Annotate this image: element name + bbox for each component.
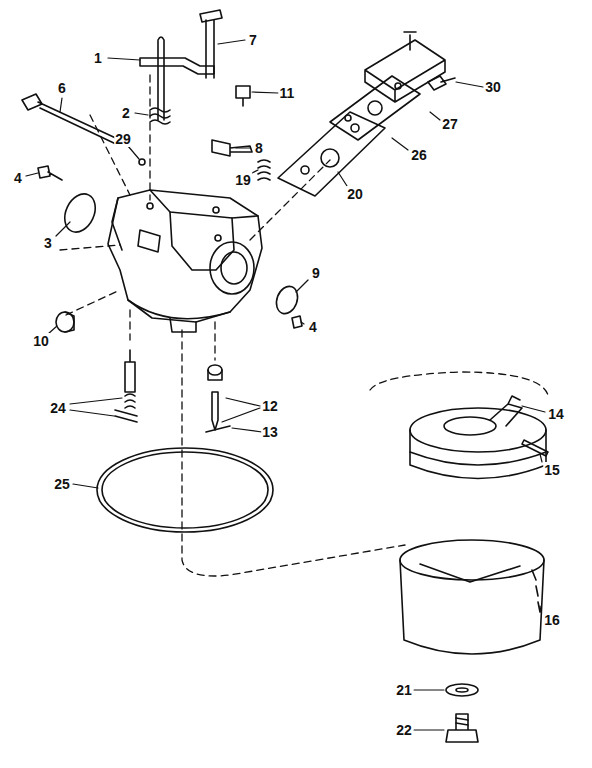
callout-number: 29 [114,131,132,147]
callout-number: 22 [395,722,413,738]
callout-number: 21 [395,682,413,698]
callout-number: 30 [484,79,502,95]
callout-number: 8 [254,140,264,156]
callout-number: 7 [248,32,258,48]
callout-number: 12 [261,398,279,414]
callout-number: 26 [410,147,428,163]
callout-number: 14 [547,406,565,422]
callout-number: 11 [279,85,296,101]
callout-number: 27 [441,116,459,132]
callout-number: 19 [234,172,252,188]
callout-number: 4 [13,170,23,186]
callout-number: 16 [543,612,561,628]
callout-number: 9 [311,265,321,281]
callout-number: 25 [53,476,71,492]
callout-number: 24 [49,400,67,416]
callout-number: 4 [308,319,318,335]
callout-number: 1 [93,50,103,66]
callout-number: 10 [32,333,50,349]
callout-number: 6 [57,80,67,96]
callout-number: 3 [43,235,53,251]
callout-number: 2 [121,105,131,121]
callout-number: 20 [346,186,364,202]
callout-number: 13 [261,424,279,440]
callout-number: 15 [543,462,561,478]
